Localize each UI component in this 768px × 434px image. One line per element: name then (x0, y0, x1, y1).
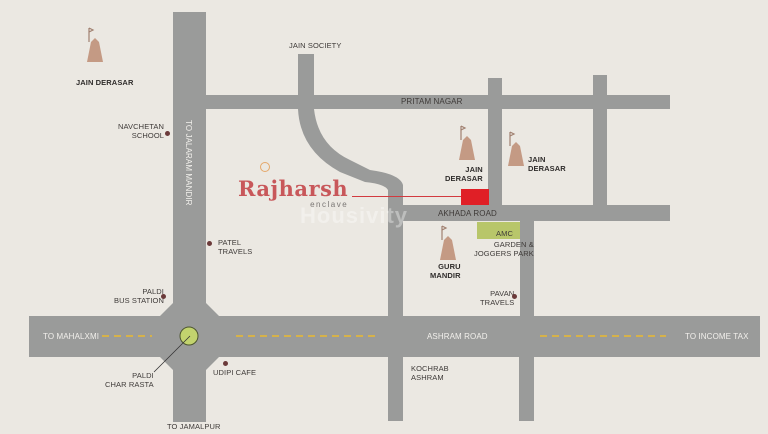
label-ashram-road: ASHRAM ROAD (427, 332, 488, 341)
label-navchetan-school: NAVCHETAN SCHOOL (118, 122, 164, 141)
landmark-dot (165, 131, 170, 136)
label-line: PAVAN (490, 289, 515, 298)
label-line: PALDI (142, 287, 164, 296)
label-jain-derasar-center: JAIN DERASAR (445, 165, 483, 184)
temple-icon (440, 225, 456, 260)
junction-chamfer (160, 303, 173, 316)
paldi-roundabout-icon (179, 326, 199, 346)
road-kochrab-left (388, 357, 403, 421)
project-connector-line (352, 196, 461, 197)
label-paldi-bus-station: PALDI BUS STATION (114, 287, 164, 306)
brand-subtitle: enclave (310, 200, 349, 209)
label-line: JAIN (465, 165, 483, 174)
label-line: KOCHRAB (411, 364, 449, 373)
project-location-marker[interactable] (461, 189, 489, 205)
label-pavan-travels: PAVAN TRAVELS (480, 289, 514, 308)
label-line: ASHRAM (411, 373, 444, 383)
temple-icon (459, 125, 475, 160)
landmark-dot (161, 294, 166, 299)
label-to-jalaram-mandir: TO JALARAM MANDIR (184, 120, 193, 206)
label-line: GARDEN & (493, 240, 534, 249)
temple-icon (508, 131, 524, 166)
road-jain-society (298, 54, 314, 95)
road-jalaram-mandir (173, 12, 206, 422)
label-amc: AMC (496, 229, 513, 238)
label-line: SCHOOL (131, 131, 165, 141)
road-vertical-center (488, 78, 502, 206)
label-line: MANDIR (430, 271, 461, 281)
label-to-jamalpur: TO JAMALPUR (167, 422, 221, 431)
label-line: DERASAR (528, 164, 566, 174)
brand-logo: Rajharsh enclave (238, 162, 349, 209)
brand-name: Rajharsh (238, 176, 349, 201)
junction-chamfer (206, 357, 219, 370)
label-to-income-tax: TO INCOME TAX (685, 332, 749, 341)
road-vertical-akhada-south (520, 221, 534, 316)
label-line: GURU (438, 262, 461, 271)
label-line: TRAVELS (480, 298, 515, 308)
label-kochrab-ashram: KOCHRAB ASHRAM (411, 364, 449, 383)
junction-chamfer (160, 357, 173, 370)
label-udipi-cafe: UDIPI CAFE (213, 368, 257, 377)
road-curved (298, 109, 403, 316)
road-kochrab-right (519, 357, 534, 421)
label-line: JAIN (528, 155, 546, 164)
label-line: TRAVELS (218, 247, 253, 257)
label-line: BUS STATION (114, 296, 164, 306)
road-vertical-right (593, 75, 607, 206)
label-paldi-char-rasta: PALDI CHAR RASTA (105, 371, 154, 390)
sun-mandala-icon (260, 162, 270, 172)
road-akhada (388, 205, 670, 221)
landmark-dot (223, 361, 228, 366)
road-pritam-nagar (206, 95, 670, 109)
label-line: NAVCHETAN (118, 122, 165, 131)
label-line: PATEL (218, 238, 242, 247)
label-line: JOGGERS PARK (474, 249, 534, 259)
label-line: CHAR RASTA (105, 380, 154, 390)
label-pritam-nagar: PRITAM NAGAR (401, 97, 463, 106)
amc-garden-area (477, 222, 520, 239)
label-line: PALDI (132, 371, 154, 380)
label-jain-society: JAIN SOCIETY (289, 41, 342, 50)
label-patel-travels: PATEL TRAVELS (218, 238, 252, 257)
label-jain-derasar-right: JAIN DERASAR (528, 155, 566, 174)
landmark-dot (207, 241, 212, 246)
label-jain-derasar-topleft: JAIN DERASAR (76, 78, 134, 87)
label-guru-mandir: GURU MANDIR (430, 262, 461, 281)
label-line: DERASAR (445, 174, 483, 184)
label-to-mahalxmi: TO MAHALXMI (43, 332, 100, 341)
temple-icon (87, 27, 103, 62)
label-akhada-road: AKHADA ROAD (438, 209, 497, 218)
roundabout-pointer (153, 335, 191, 373)
landmark-dot (512, 294, 517, 299)
junction-chamfer (206, 303, 219, 316)
label-garden-joggers-park: GARDEN & JOGGERS PARK (474, 240, 534, 259)
watermark: Housivity (300, 203, 409, 228)
